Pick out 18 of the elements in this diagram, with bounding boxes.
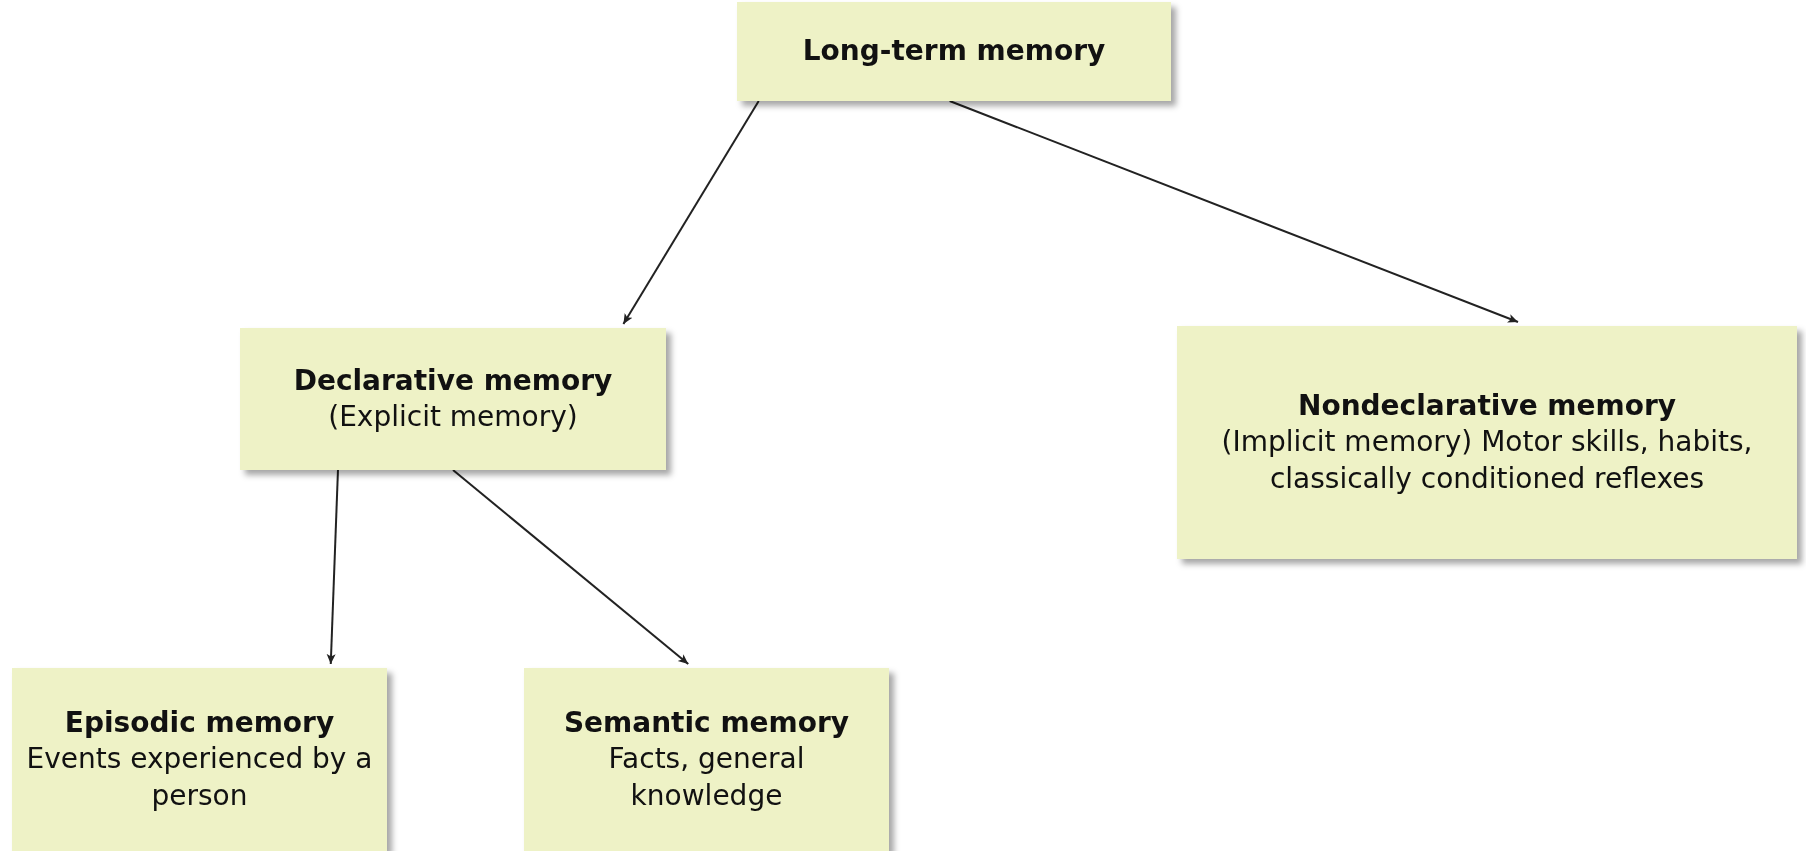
box-description: Facts, general knowledge (607, 741, 806, 814)
memory-box (737, 2, 1171, 101)
memory-box (12, 668, 387, 851)
memory-box (240, 328, 666, 470)
box-heading: Declarative memory (293, 362, 613, 399)
box-description: (Implicit memory) Motor skills, habits, classically conditioned reflexes (1220, 424, 1754, 497)
box-heading: Nondeclarative memory (1297, 387, 1676, 424)
arrow (948, 100, 1519, 323)
box-heading: Semantic memory (563, 704, 850, 741)
memory-box (524, 668, 889, 851)
arrow (326, 469, 339, 665)
arrow (622, 100, 760, 325)
arrow (452, 469, 690, 665)
box-heading: Long-term memory (802, 33, 1106, 70)
memory-box (1177, 326, 1797, 559)
box-description: (Explicit memory) (328, 399, 578, 435)
box-description: Events experienced by a person (25, 741, 374, 814)
box-heading: Episodic memory (64, 704, 335, 741)
